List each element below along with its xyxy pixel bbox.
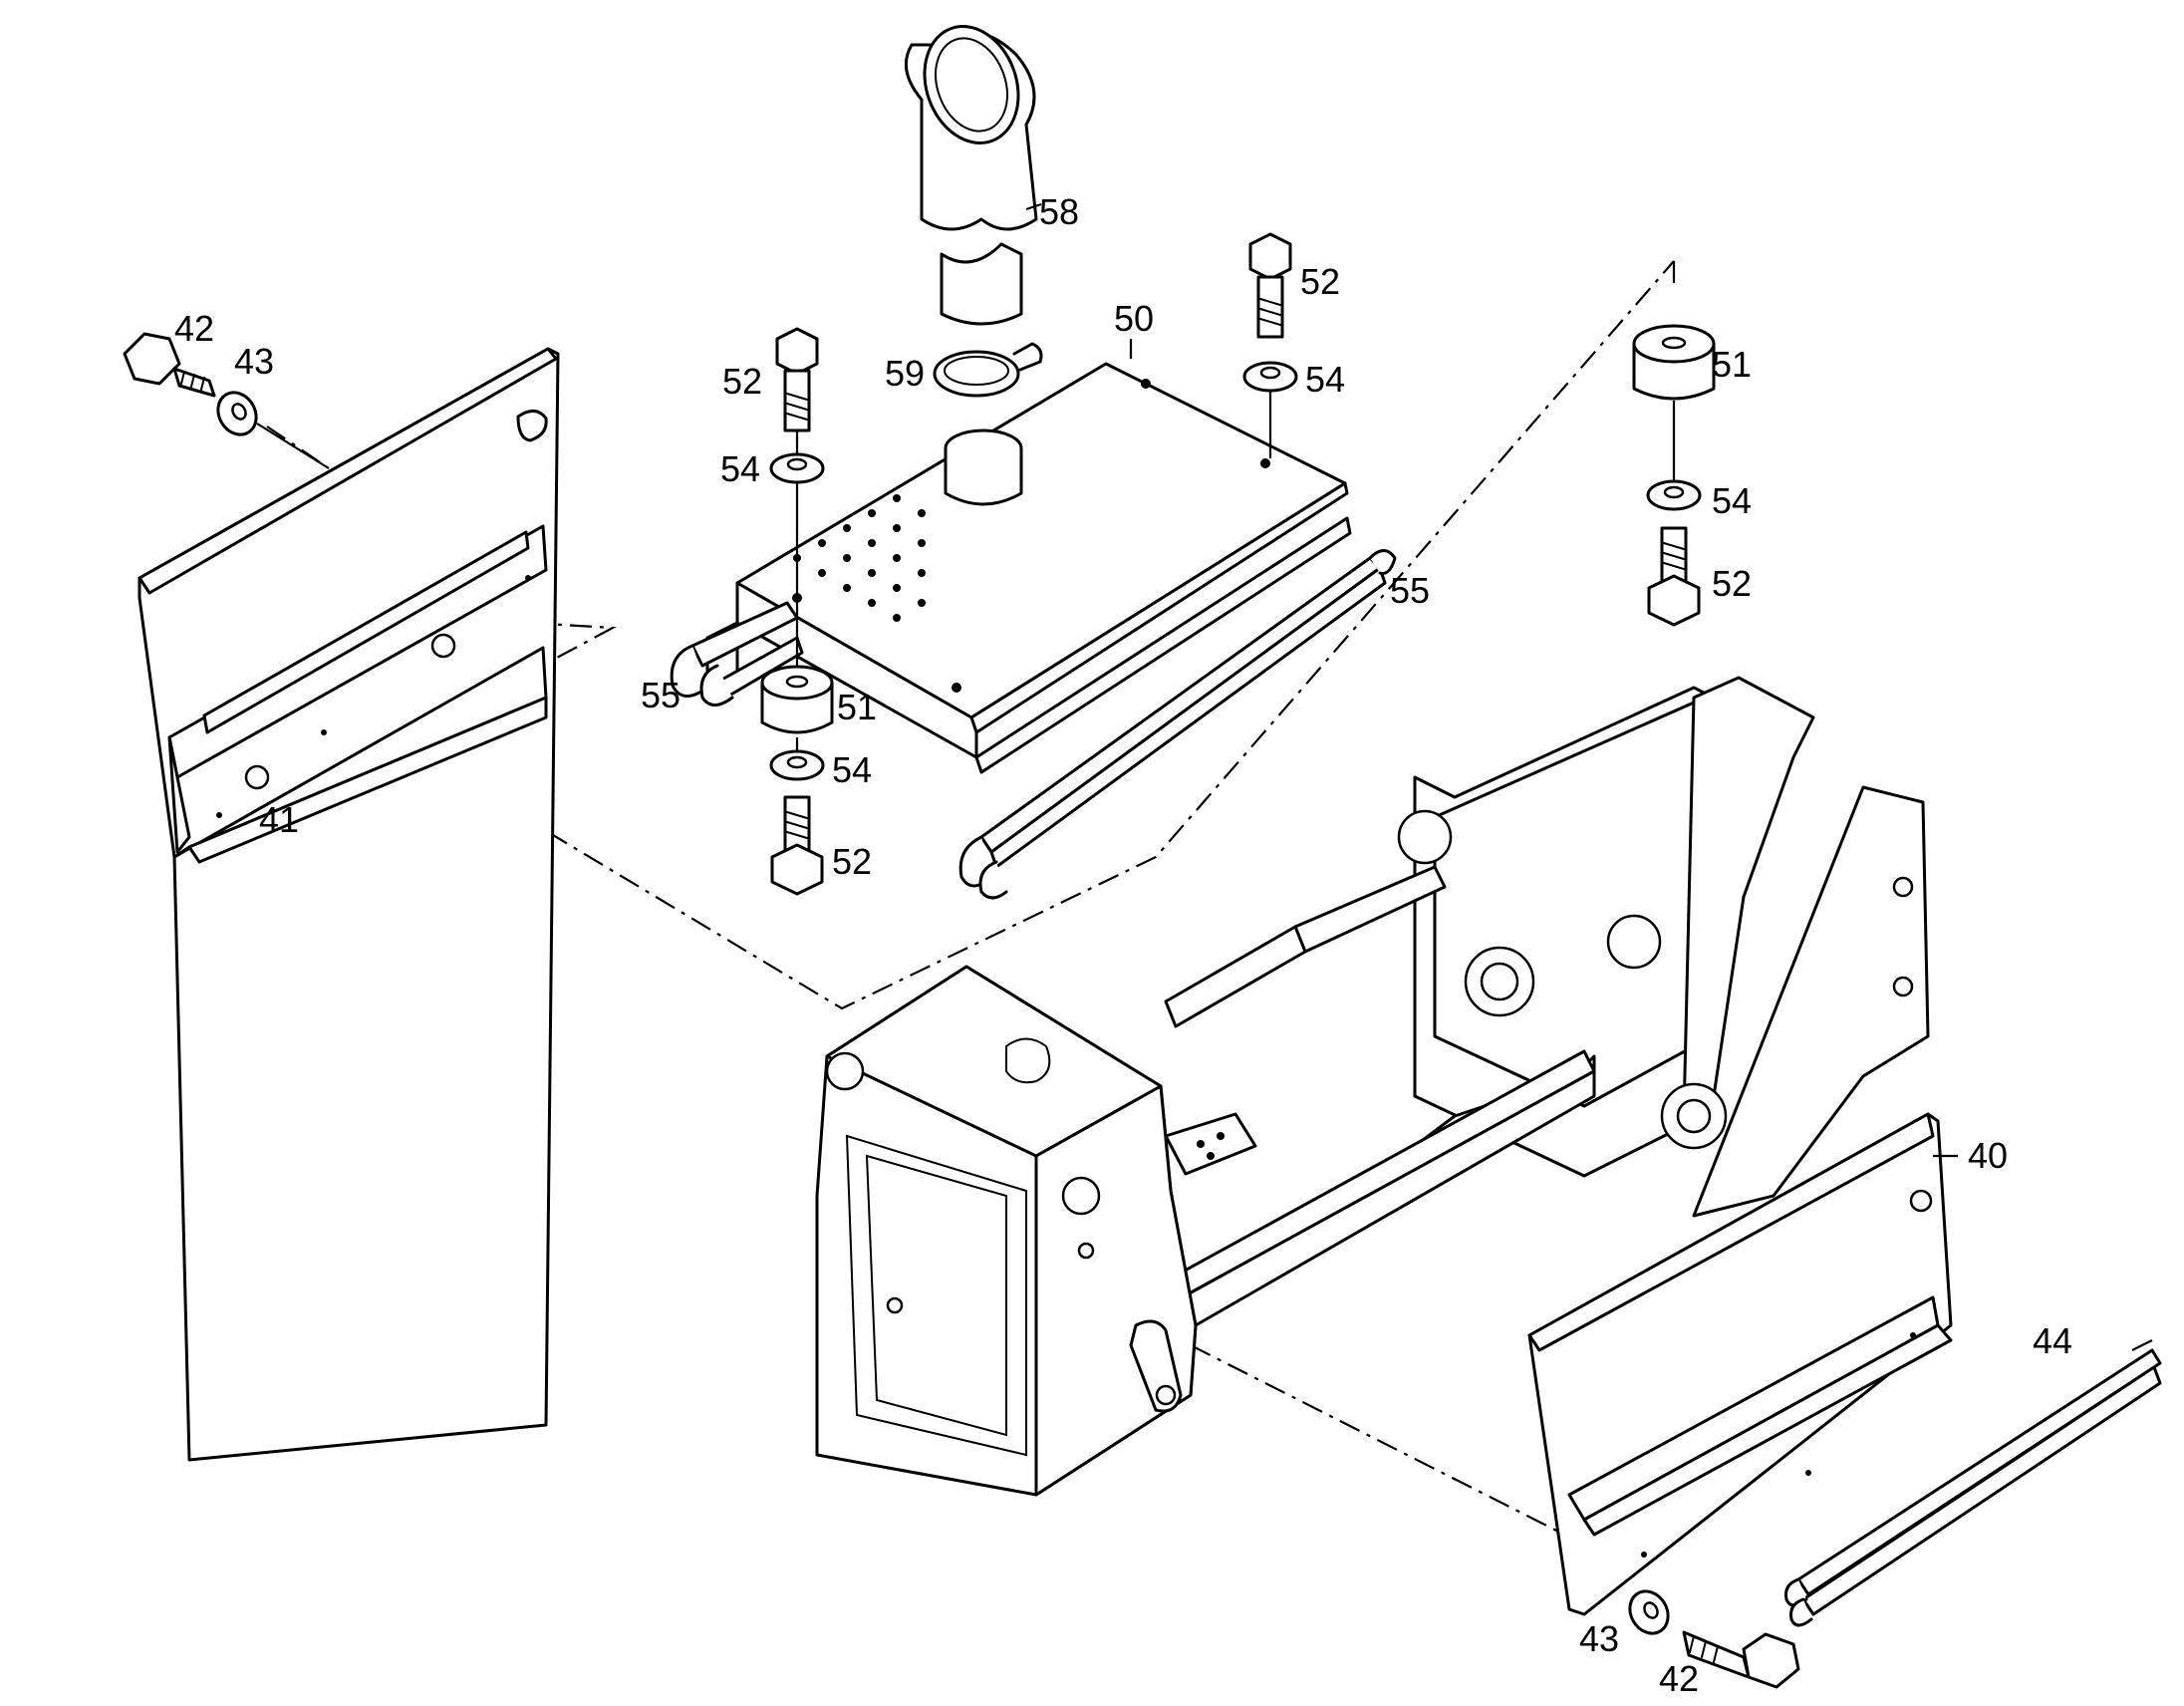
- callout-51-left: 51: [837, 687, 877, 727]
- callout-55-left: 55: [641, 675, 681, 715]
- callout-43-right: 43: [1579, 1618, 1619, 1659]
- exhaust-spigot: [944, 428, 1023, 506]
- callout-54-left-upper: 54: [720, 448, 760, 489]
- part-55-right-profile: [958, 549, 1397, 900]
- part-44-edge-strip: [1784, 1348, 2162, 1627]
- callout-54-left-lower: 54: [832, 749, 872, 790]
- callout-43-left: 43: [234, 341, 274, 382]
- callout-44: 44: [2033, 1320, 2072, 1361]
- callout-42-right: 42: [1659, 1658, 1699, 1699]
- callout-40: 40: [1968, 1135, 2008, 1176]
- mount-stack-left: [760, 327, 834, 896]
- fastener-set-left: [123, 332, 330, 469]
- part-41-left-panel: [137, 347, 560, 1462]
- callout-41: 41: [259, 799, 299, 840]
- part-59-clamp: [933, 342, 1043, 398]
- callout-59: 59: [885, 353, 925, 394]
- callout-51-right: 51: [1712, 344, 1752, 385]
- part-58-exhaust-pipe: [904, 25, 1038, 231]
- callout-52-upper-left: 52: [722, 361, 762, 402]
- callout-42-left: 42: [174, 308, 214, 349]
- callout-52-right: 52: [1712, 563, 1752, 604]
- part-50-top-plate: [705, 362, 1352, 774]
- leader-lines: [1025, 202, 2153, 1351]
- callout-52-middle: 52: [1300, 261, 1340, 302]
- callout-50: 50: [1114, 298, 1154, 339]
- mount-stack-right: [1632, 324, 1716, 627]
- callout-54-middle: 54: [1305, 359, 1345, 400]
- main-frame: [815, 676, 1930, 1497]
- fastener-set-right: [1628, 1589, 1800, 1689]
- part-55-left-profile: [670, 601, 804, 707]
- callout-55-right: 55: [1390, 570, 1430, 611]
- callout-54-right: 54: [1712, 480, 1752, 521]
- vent-hole-grid: [793, 494, 926, 622]
- part-58-pipe-section: [940, 242, 1023, 326]
- callout-52-lower-left: 52: [832, 841, 872, 882]
- callout-labels: 40 41 42 42 43 43 44 50 51 51 52 52 52 5…: [174, 191, 2072, 1699]
- part-40-right-panel: [1527, 1112, 1953, 1616]
- mount-stack-middle: [1242, 232, 1298, 458]
- callout-58: 58: [1039, 191, 1079, 232]
